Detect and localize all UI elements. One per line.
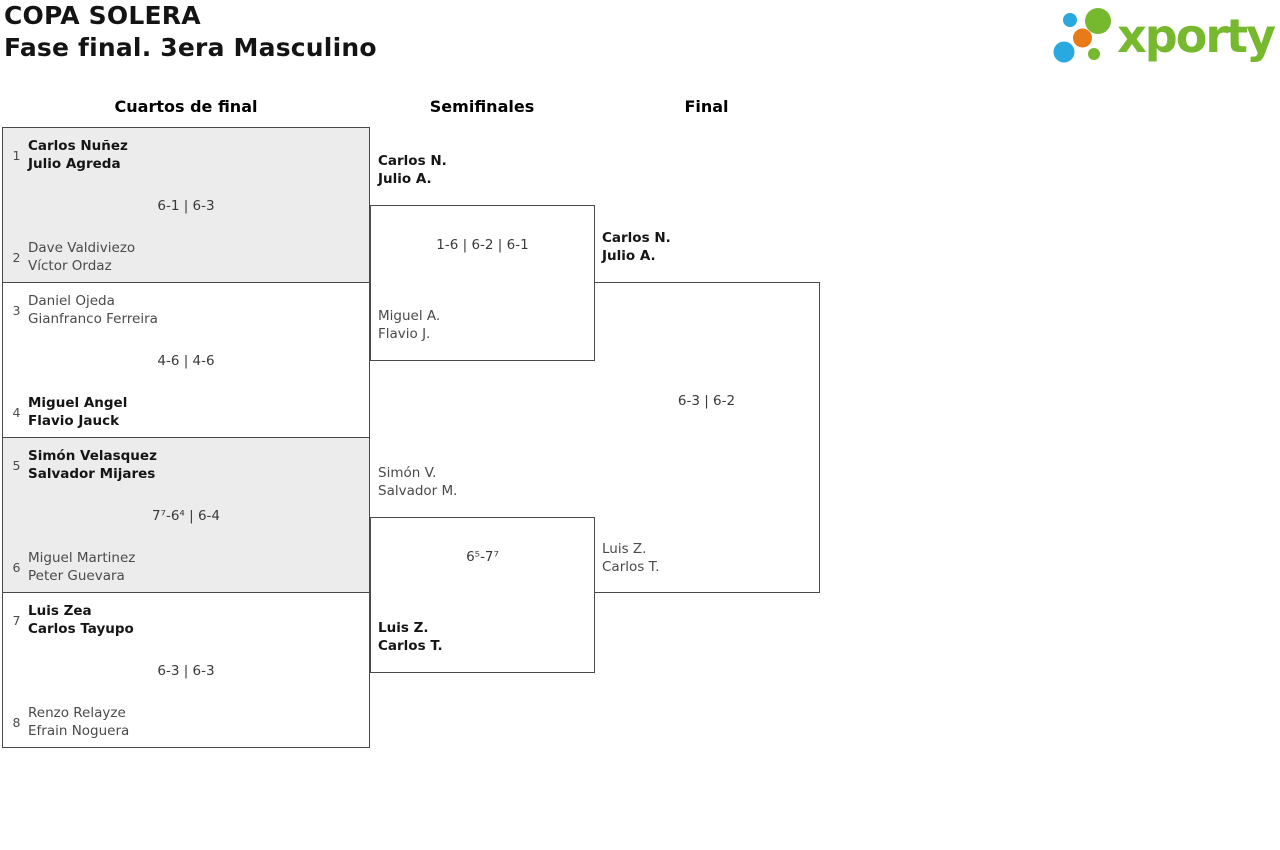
match-score: 4-6 | 4-6 [157, 353, 215, 369]
match-final[interactable]: Carlos N. Julio A. 6-3 | 6-2 Luis Z. Car… [594, 230, 820, 593]
player-name: Carlos T. [602, 559, 660, 575]
player-name: Luis Z. [602, 541, 647, 557]
qf1-team-top: Carlos Nuñez Julio Agreda [28, 137, 128, 173]
qf1-team-bottom: Dave Valdiviezo Víctor Ordaz [28, 239, 135, 275]
logo-wordmark: xporty [1117, 9, 1276, 63]
seed-label: 8 [12, 715, 21, 730]
page-header: COPA SOLERA Fase final. 3era Masculino [4, 0, 377, 64]
player-name: Miguel Martinez [28, 550, 136, 566]
player-name: Carlos Tayupo [28, 621, 134, 637]
match-quarterfinal-3[interactable]: 5 Simón Velasquez Salvador Mijares 7⁷-6⁴… [2, 437, 370, 593]
player-name: Salvador Mijares [28, 466, 156, 482]
player-name: Luis Z. [378, 620, 429, 636]
player-name: Carlos N. [378, 153, 447, 169]
match-score: 1-6 | 6-2 | 6-1 [436, 237, 529, 253]
seed-label: 3 [12, 303, 21, 318]
qf2-team-top: Daniel Ojeda Gianfranco Ferreira [28, 292, 158, 328]
match-semifinal-1[interactable]: Carlos N. Julio A. 1-6 | 6-2 | 6-1 Migue… [370, 153, 595, 361]
match-score: 6-3 | 6-2 [677, 393, 736, 409]
qf4-team-bottom: Renzo Relayze Efrain Noguera [28, 704, 129, 740]
match-score: 6-3 | 6-3 [157, 663, 215, 679]
player-name: Gianfranco Ferreira [28, 311, 158, 327]
final-team-bottom: Luis Z. Carlos T. [602, 540, 660, 576]
sf1-team-bottom: Miguel A. Flavio J. [378, 307, 440, 343]
qf3-team-top: Simón Velasquez Salvador Mijares [28, 447, 157, 483]
player-name: Dave Valdiviezo [28, 240, 136, 256]
sf1-team-top: Carlos N. Julio A. [378, 152, 447, 188]
player-name: Simón V. [378, 465, 437, 481]
sf2-team-bottom: Luis Z. Carlos T. [378, 619, 443, 655]
page-title: COPA SOLERA [4, 1, 201, 30]
match-semifinal-2[interactable]: Simón V. Salvador M. 6⁵-7⁷ Luis Z. Carlo… [370, 465, 595, 673]
final-team-top: Carlos N. Julio A. [602, 229, 671, 265]
qf4-team-top: Luis Zea Carlos Tayupo [28, 602, 134, 638]
qf2-team-bottom: Miguel Angel Flavio Jauck [28, 394, 127, 430]
seed-label: 1 [12, 148, 21, 163]
player-name: Peter Guevara [28, 568, 125, 584]
player-name: Daniel Ojeda [28, 293, 115, 309]
seed-label: 5 [12, 458, 21, 473]
round-header-semifinals: Semifinales [429, 97, 535, 116]
seed-label: 2 [12, 250, 21, 265]
seed-label: 6 [12, 560, 21, 575]
match-score: 7⁷-6⁴ | 6-4 [151, 508, 221, 524]
seed-label: 4 [12, 405, 21, 420]
page-subtitle: Fase final. 3era Masculino [4, 33, 377, 62]
round-header-final: Final [684, 97, 729, 116]
player-name: Julio A. [602, 248, 656, 264]
player-name: Julio A. [378, 171, 432, 187]
player-name: Carlos T. [378, 638, 443, 654]
player-name: Flavio J. [378, 326, 431, 342]
player-name: Luis Zea [28, 603, 92, 619]
player-name: Renzo Relayze [28, 705, 126, 721]
player-name: Efrain Noguera [28, 723, 130, 739]
xporty-logo[interactable]: xporty [1051, 5, 1276, 69]
seed-label: 7 [12, 613, 21, 628]
logo-dots-icon [1053, 8, 1112, 63]
player-name: Carlos Nuñez [28, 138, 128, 154]
match-score: 6⁵-7⁷ [466, 549, 499, 565]
match-quarterfinal-2[interactable]: 3 Daniel Ojeda Gianfranco Ferreira 4-6 |… [2, 282, 370, 438]
player-name: Miguel A. [378, 308, 441, 324]
match-score: 6-1 | 6-3 [157, 198, 215, 214]
player-name: Flavio Jauck [28, 413, 120, 429]
qf3-team-bottom: Miguel Martinez Peter Guevara [28, 549, 135, 585]
match-quarterfinal-4[interactable]: 7 Luis Zea Carlos Tayupo 6-3 | 6-3 8 Ren… [2, 592, 370, 748]
round-header-quarterfinals: Cuartos de final [114, 97, 258, 116]
player-name: Carlos N. [602, 230, 671, 246]
player-name: Julio Agreda [28, 156, 121, 172]
match-quarterfinal-1[interactable]: 1 Carlos Nuñez Julio Agreda 6-1 | 6-3 2 … [2, 127, 370, 283]
player-name: Simón Velasquez [28, 448, 157, 464]
player-name: Miguel Angel [28, 395, 128, 411]
sf2-team-top: Simón V. Salvador M. [378, 464, 457, 500]
player-name: Salvador M. [378, 483, 458, 499]
player-name: Víctor Ordaz [28, 258, 112, 274]
